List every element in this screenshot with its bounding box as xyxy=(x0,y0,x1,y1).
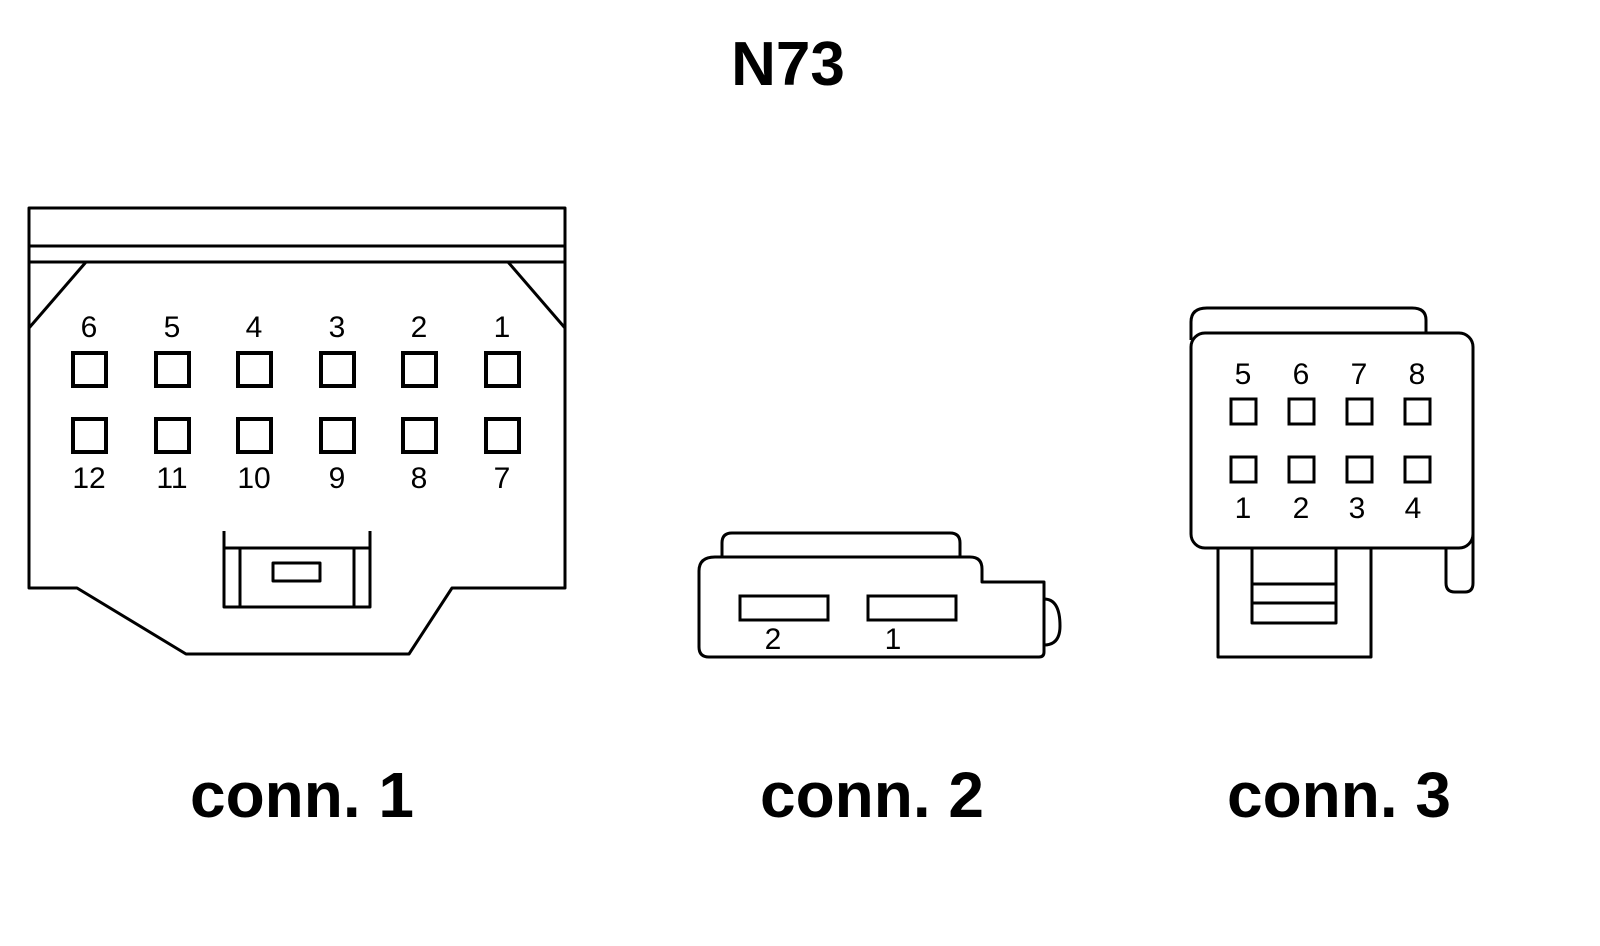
connector-1-top-pins: 6 5 4 3 2 1 xyxy=(71,311,521,388)
pin-1: 1 xyxy=(484,311,521,388)
pin-12: 12 xyxy=(71,417,108,495)
connector-3-bottom-pins: 1 2 3 4 xyxy=(1229,455,1432,525)
pin-number: 2 xyxy=(1293,492,1310,525)
pin-number: 6 xyxy=(81,311,98,344)
pin-number: 1 xyxy=(1235,492,1252,525)
connector-1-label: conn. 1 xyxy=(190,759,414,831)
pin-10: 10 xyxy=(236,417,273,495)
diagram-title: N73 xyxy=(731,30,845,99)
pin-number: 6 xyxy=(1293,358,1310,391)
pin-number: 12 xyxy=(72,462,105,495)
pin-number: 8 xyxy=(411,462,428,495)
pin-7: 7 xyxy=(1345,358,1374,426)
pin-2: 2 xyxy=(1287,455,1316,525)
pin-number: 1 xyxy=(494,311,511,344)
pin-number: 9 xyxy=(329,462,346,495)
pin-6: 6 xyxy=(1287,358,1316,426)
pin-8: 8 xyxy=(401,417,438,495)
pin-number: 2 xyxy=(765,623,782,656)
pin-5: 5 xyxy=(154,311,191,388)
connector-1: 6 5 4 3 2 1 xyxy=(27,206,567,831)
pin-number: 4 xyxy=(246,311,263,344)
pin-7: 7 xyxy=(484,417,521,495)
pin-5: 5 xyxy=(1229,358,1258,426)
pin-6: 6 xyxy=(71,311,108,388)
pin-3: 3 xyxy=(319,311,356,388)
connector-2-label: conn. 2 xyxy=(760,759,984,831)
connector-3-housing xyxy=(1189,306,1475,659)
pin-number: 7 xyxy=(494,462,511,495)
pin-number: 4 xyxy=(1405,492,1422,525)
connector-2: 2 1 conn. 2 xyxy=(697,531,1062,831)
pin-number: 5 xyxy=(164,311,181,344)
connector-3: 5 6 7 8 1 2 xyxy=(1189,306,1475,831)
pin-1: 1 xyxy=(1229,455,1258,525)
pin-4: 4 xyxy=(1403,455,1432,525)
pin-number: 1 xyxy=(885,623,902,656)
pin-2: 2 xyxy=(401,311,438,388)
connector-2-pin-2: 2 xyxy=(738,594,830,656)
pin-number: 2 xyxy=(411,311,428,344)
pin-8: 8 xyxy=(1403,358,1432,426)
connector-3-top-pins: 5 6 7 8 xyxy=(1229,358,1432,426)
connector-2-housing xyxy=(697,531,1062,659)
pin-9: 9 xyxy=(319,417,356,495)
connector-1-bottom-pins: 12 11 10 9 8 7 xyxy=(71,417,521,495)
connector-1-housing xyxy=(27,206,567,656)
pin-number: 7 xyxy=(1351,358,1368,391)
pin-3: 3 xyxy=(1345,455,1374,525)
pin-number: 8 xyxy=(1409,358,1426,391)
connector-3-label: conn. 3 xyxy=(1227,759,1451,831)
pin-number: 11 xyxy=(156,462,187,495)
connector-1-latch xyxy=(222,531,372,609)
pin-number: 5 xyxy=(1235,358,1252,391)
pin-number: 3 xyxy=(1349,492,1366,525)
pin-11: 11 xyxy=(154,417,191,495)
pin-4: 4 xyxy=(236,311,273,388)
connector-2-pin-1: 1 xyxy=(866,594,958,656)
pin-number: 10 xyxy=(237,462,270,495)
pin-number: 3 xyxy=(329,311,346,344)
